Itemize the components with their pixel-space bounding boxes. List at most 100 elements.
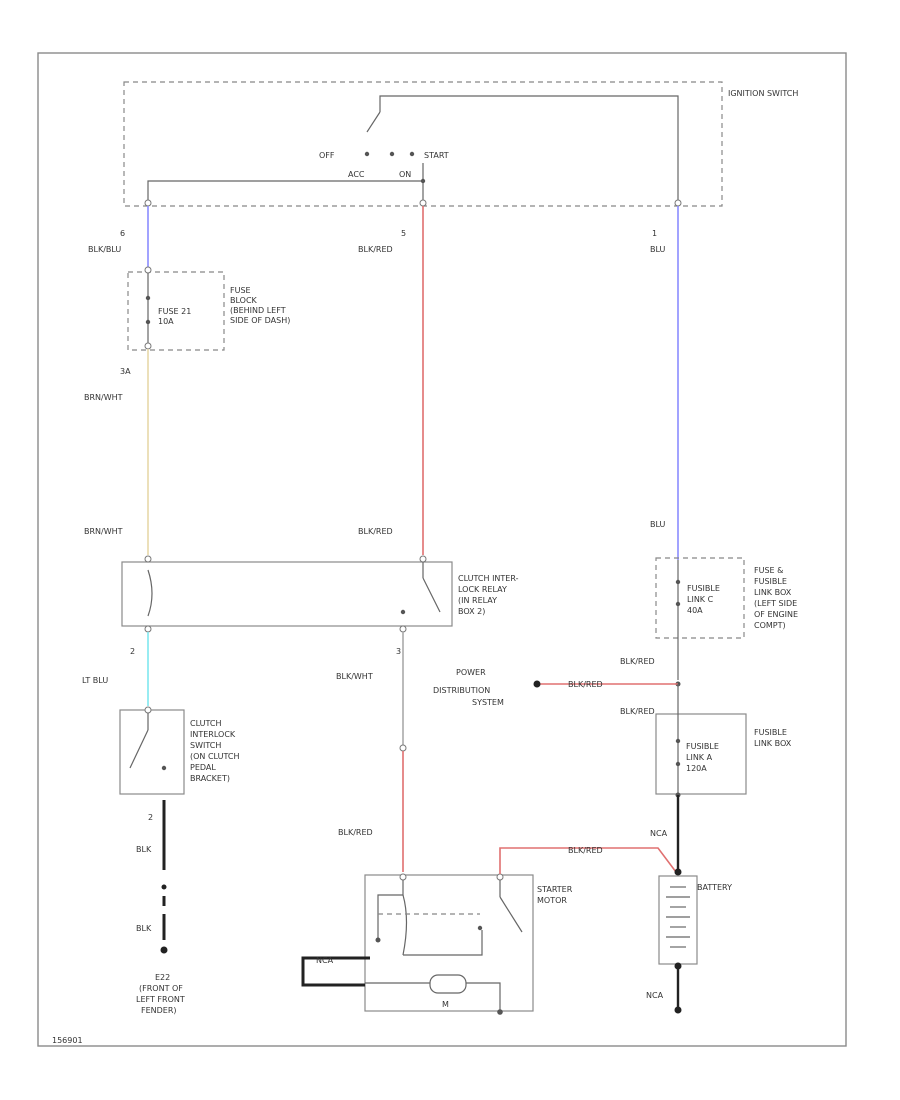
power-distribution-label-1: POWER	[456, 668, 486, 677]
ignition-acc-terminal	[389, 151, 395, 157]
fusible-box-label-2: FUSIBLE	[754, 577, 787, 586]
wire-blk-red-label-6: BLK/RED	[568, 846, 603, 855]
power-distribution-connector	[533, 680, 541, 688]
starter-ground-strap	[301, 956, 370, 987]
relay-switch-terminal	[400, 609, 406, 615]
wire-blk-red-label-5: BLK/RED	[620, 657, 655, 666]
ignition-pin-6-label: 6	[120, 229, 125, 238]
battery: BATTERY	[658, 875, 732, 965]
ignition-pin-5	[419, 199, 427, 207]
fusible-link-a-lower	[675, 761, 681, 767]
starter-solenoid-hold	[402, 894, 408, 956]
relay-coil	[147, 569, 153, 617]
ignition-pin-6	[144, 199, 152, 207]
starter-label-1: STARTER	[537, 885, 573, 894]
fusible-box-label-5: OF ENGINE	[754, 610, 798, 619]
starter-box	[364, 874, 534, 1012]
ignition-acc-on-bus	[147, 180, 424, 200]
ignition-off-terminal	[364, 151, 370, 157]
ignition-off-label: OFF	[319, 151, 335, 160]
relay-label-3: (IN RELAY	[458, 596, 497, 605]
starter-solenoid-pull	[377, 880, 404, 940]
fusible-link-c-label-3: 40A	[687, 606, 703, 615]
wire-blk-red-pd-label: BLK/RED	[568, 680, 603, 689]
relay-pin-switch-top	[419, 555, 427, 563]
clutch-switch-terminal	[161, 765, 167, 771]
wire-blk-label-2: BLK	[136, 924, 152, 933]
wire-blk-red-label-1: BLK/RED	[358, 245, 393, 254]
ignition-pin-5-label: 5	[401, 229, 406, 238]
starter-harness-connector	[399, 744, 407, 752]
starter-main-contact	[499, 896, 523, 933]
fuse-21-lower-contact	[145, 319, 151, 325]
ground-point	[160, 946, 168, 954]
clutch-interlock-relay: CLUTCH INTER- LOCK RELAY (IN RELAY BOX 2…	[121, 555, 519, 633]
ignition-switch: IGNITION SWITCH OFF ACC ON START 6 5 1	[120, 81, 798, 238]
fusible-box-outline	[655, 557, 745, 639]
starter-motor-label: M	[442, 1000, 449, 1009]
power-distribution-label-3: SYSTEM	[472, 698, 504, 707]
clutch-interlock-switch: CLUTCH INTERLOCK SWITCH (ON CLUTCH PEDAL…	[119, 706, 239, 795]
starter-label-2: MOTOR	[537, 896, 567, 905]
fusible-link-c-lower	[675, 601, 681, 607]
clutch-switch-pin-top	[144, 706, 152, 714]
wire-blu-label-1: BLU	[650, 245, 666, 254]
ignition-on-label: ON	[399, 170, 411, 179]
fusible-link-a-box: FUSIBLE LINK A 120A FUSIBLE LINK BOX	[655, 684, 792, 798]
fusible-box-label-1: FUSE &	[754, 566, 783, 575]
fuse-block-label-4: SIDE OF DASH)	[230, 316, 290, 325]
wire-blk-red-label-2: BLK/RED	[358, 527, 393, 536]
fuse-21-label: FUSE 21	[158, 307, 191, 316]
fuse-block-label-2: BLOCK	[230, 296, 258, 305]
relay-pin-3-label: 3	[396, 647, 401, 656]
fuse-block-label-1: FUSE	[230, 286, 251, 295]
ignition-acc-label: ACC	[348, 170, 365, 179]
ground-connector-dot	[161, 884, 167, 890]
battery-positive-terminal	[674, 868, 682, 876]
starter-main-terminal	[477, 925, 483, 931]
fusible-link-a-box-label-2: LINK BOX	[754, 739, 792, 748]
fuse-fusible-link-box: FUSIBLE LINK C 40A FUSE & FUSIBLE LINK B…	[655, 557, 798, 680]
wire-nca-bottom-label: NCA	[646, 991, 664, 1000]
power-distribution-label-2: DISTRIBUTION	[433, 686, 490, 695]
clutch-switch-label-6: BRACKET)	[190, 774, 230, 783]
clutch-switch-contact	[129, 729, 149, 769]
battery-ground-point	[674, 1006, 682, 1014]
fuse-block: FUSE 21 10A FUSE BLOCK (BEHIND LEFT SIDE…	[127, 266, 290, 351]
relay-switch-contact	[422, 577, 441, 613]
starter-motor-ground	[497, 1009, 503, 1015]
wire-blk-blu-label: BLK/BLU	[88, 245, 121, 254]
fusible-link-a-label-1: FUSIBLE	[686, 742, 719, 751]
fuse-21-upper-contact	[145, 295, 151, 301]
fusible-link-c-label-2: LINK C	[687, 595, 714, 604]
wire-blk-red-label-3: BLK/RED	[338, 828, 373, 837]
relay-box	[121, 561, 453, 627]
battery-label: BATTERY	[697, 883, 732, 892]
ignition-pin-1-label: 1	[652, 229, 657, 238]
starter-solenoid-ground	[375, 937, 381, 943]
wire-brn-wht-label-2: BRN/WHT	[84, 527, 123, 536]
ignition-switch-contact	[366, 111, 381, 133]
wire-lt-blu-label: LT BLU	[82, 676, 108, 685]
clutch-switch-label-3: SWITCH	[190, 741, 221, 750]
fusible-box-label-4: (LEFT SIDE	[754, 599, 797, 608]
relay-pin-2	[144, 625, 152, 633]
relay-pin-3	[399, 625, 407, 633]
clutch-switch-pin-2-label: 2	[148, 813, 153, 822]
fusible-link-a-box-label-1: FUSIBLE	[754, 728, 787, 737]
fusible-box-label-6: COMPT)	[754, 621, 786, 630]
diagram-id: 156901	[52, 1036, 83, 1045]
fusible-box-label-3: LINK BOX	[754, 588, 792, 597]
fusible-link-c-upper	[675, 579, 681, 585]
fuse-pin-3a-label: 3A	[120, 367, 131, 376]
clutch-switch-label-5: PEDAL	[190, 763, 216, 772]
ground-label-2: (FRONT OF	[139, 984, 183, 993]
ignition-start-label: START	[424, 151, 449, 160]
ignition-start-terminal	[409, 151, 415, 157]
wire-blk-red-battery-starter	[499, 847, 677, 874]
starter-motor-winding	[429, 974, 467, 994]
ignition-switch-label: IGNITION SWITCH	[728, 89, 798, 98]
relay-label-1: CLUTCH INTER-	[458, 574, 519, 583]
starter-internal-wire	[403, 930, 483, 956]
